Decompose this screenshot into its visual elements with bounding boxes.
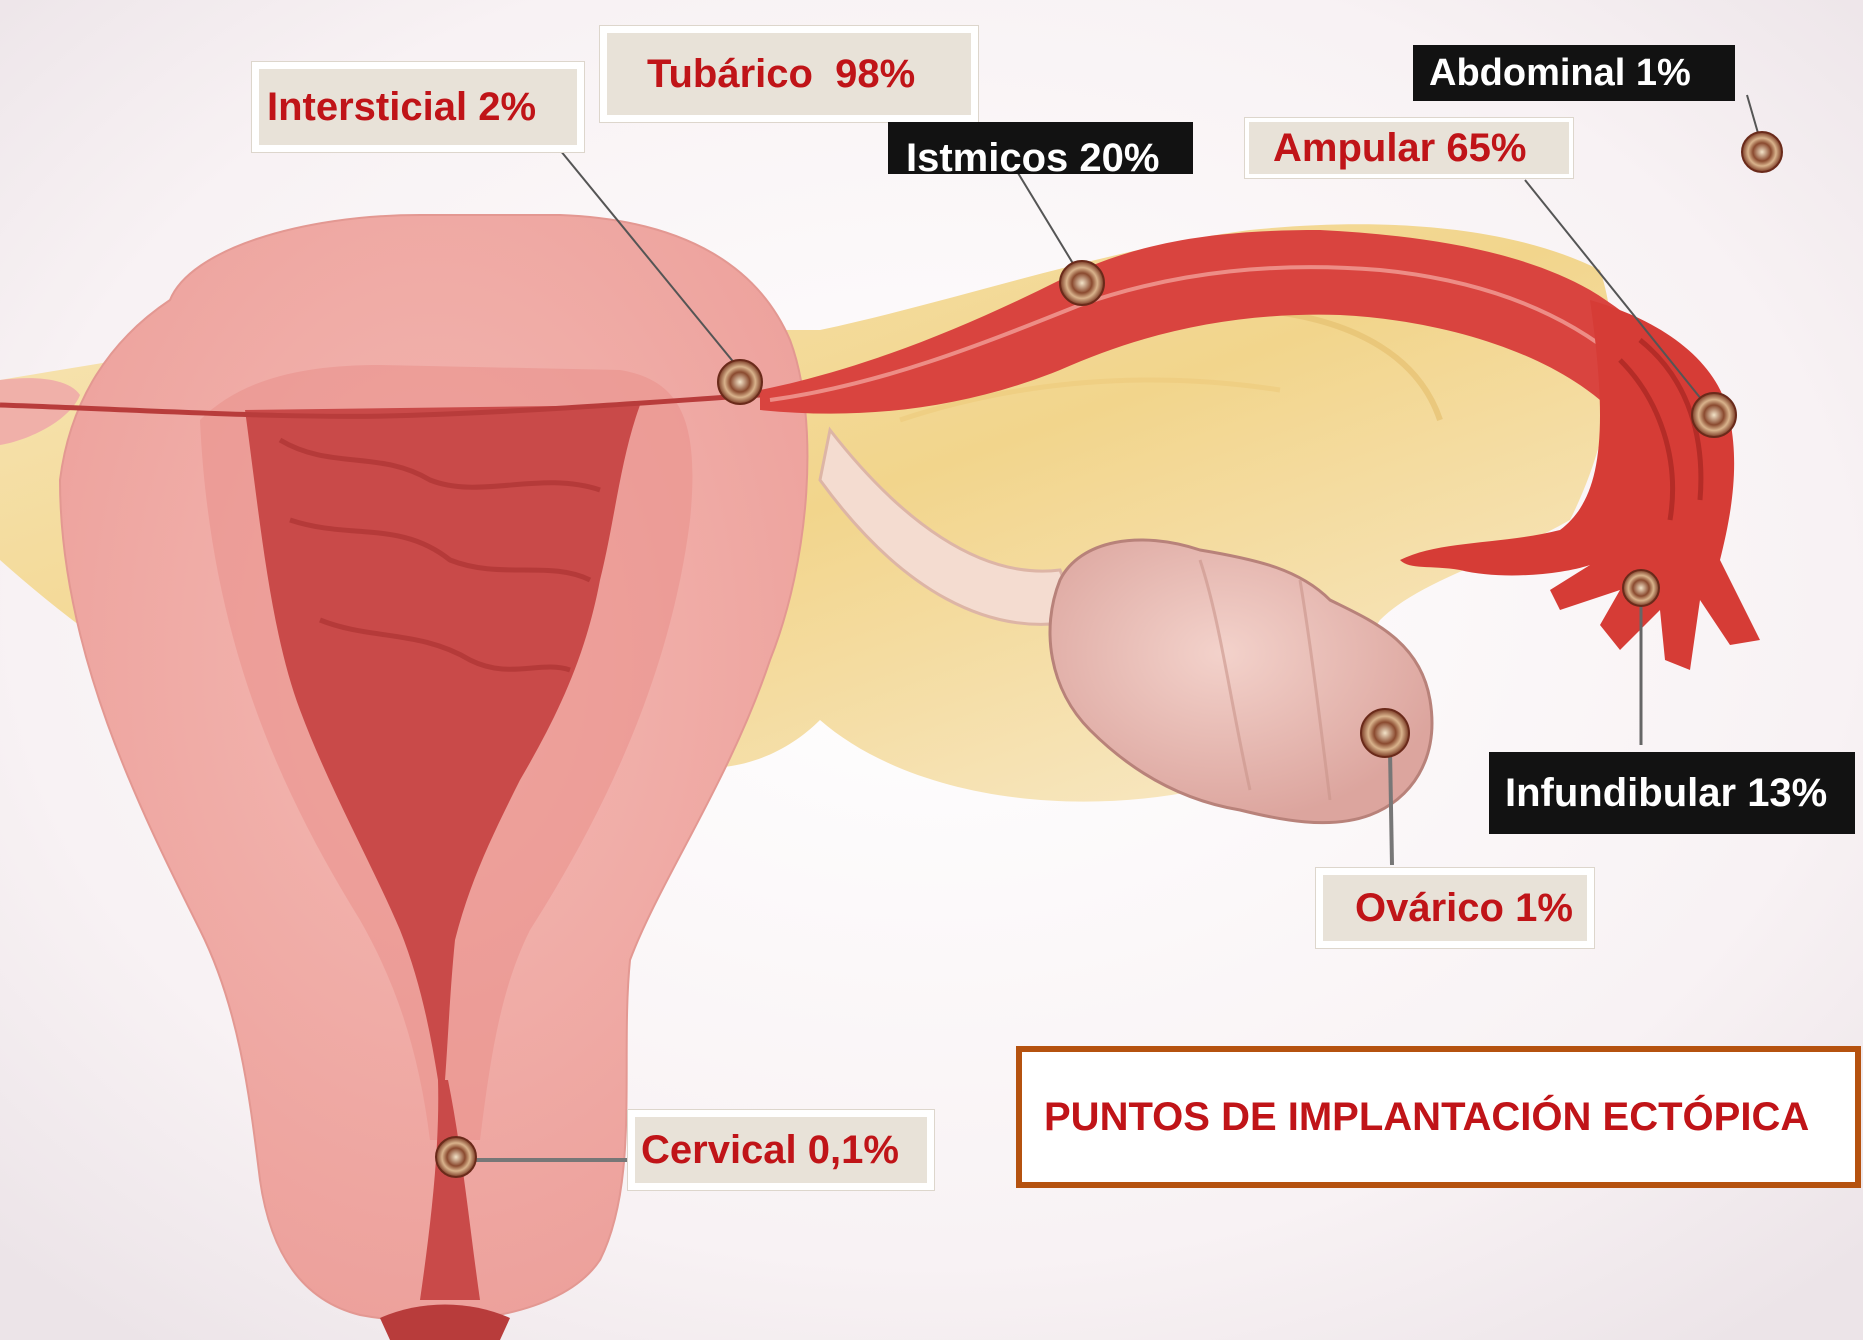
implantation-site-intersticial: [718, 360, 762, 404]
implantation-site-ampular: [1692, 393, 1736, 437]
label-ampular-text: Ampular 65%: [1273, 126, 1526, 171]
label-infundibular: Infundibular 13%: [1489, 752, 1855, 834]
label-ampular: Ampular 65%: [1245, 118, 1573, 178]
label-istmicos-text: Istmicos 20%: [906, 138, 1159, 174]
implantation-site-cervical: [436, 1137, 476, 1177]
label-cervical: Cervical 0,1%: [628, 1110, 934, 1190]
implantation-site-ovarico: [1361, 709, 1409, 757]
label-infundibular-text: Infundibular 13%: [1505, 771, 1827, 816]
diagram-title-text: PUNTOS DE IMPLANTACIÓN ECTÓPICA: [1044, 1095, 1809, 1140]
implantation-site-istmicos: [1060, 261, 1104, 305]
implantation-site-infundibular: [1623, 570, 1659, 606]
implantation-site-abdominal: [1742, 132, 1782, 172]
diagram-title: PUNTOS DE IMPLANTACIÓN ECTÓPICA: [1016, 1046, 1861, 1188]
label-istmicos: Istmicos 20%: [888, 122, 1193, 174]
label-intersticial: Intersticial 2%: [252, 62, 584, 152]
label-ovarico: Ovárico 1%: [1316, 868, 1594, 948]
label-ovarico-text: Ovárico 1%: [1355, 886, 1573, 931]
label-abdominal: Abdominal 1%: [1413, 45, 1735, 101]
label-cervical-text: Cervical 0,1%: [641, 1128, 899, 1173]
label-tubarico-text: Tubárico 98%: [647, 52, 915, 97]
label-intersticial-text: Intersticial 2%: [267, 85, 536, 130]
label-tubarico: Tubárico 98%: [600, 26, 978, 122]
leader-line-ovarico: [1390, 750, 1392, 865]
label-abdominal-text: Abdominal 1%: [1429, 52, 1691, 95]
